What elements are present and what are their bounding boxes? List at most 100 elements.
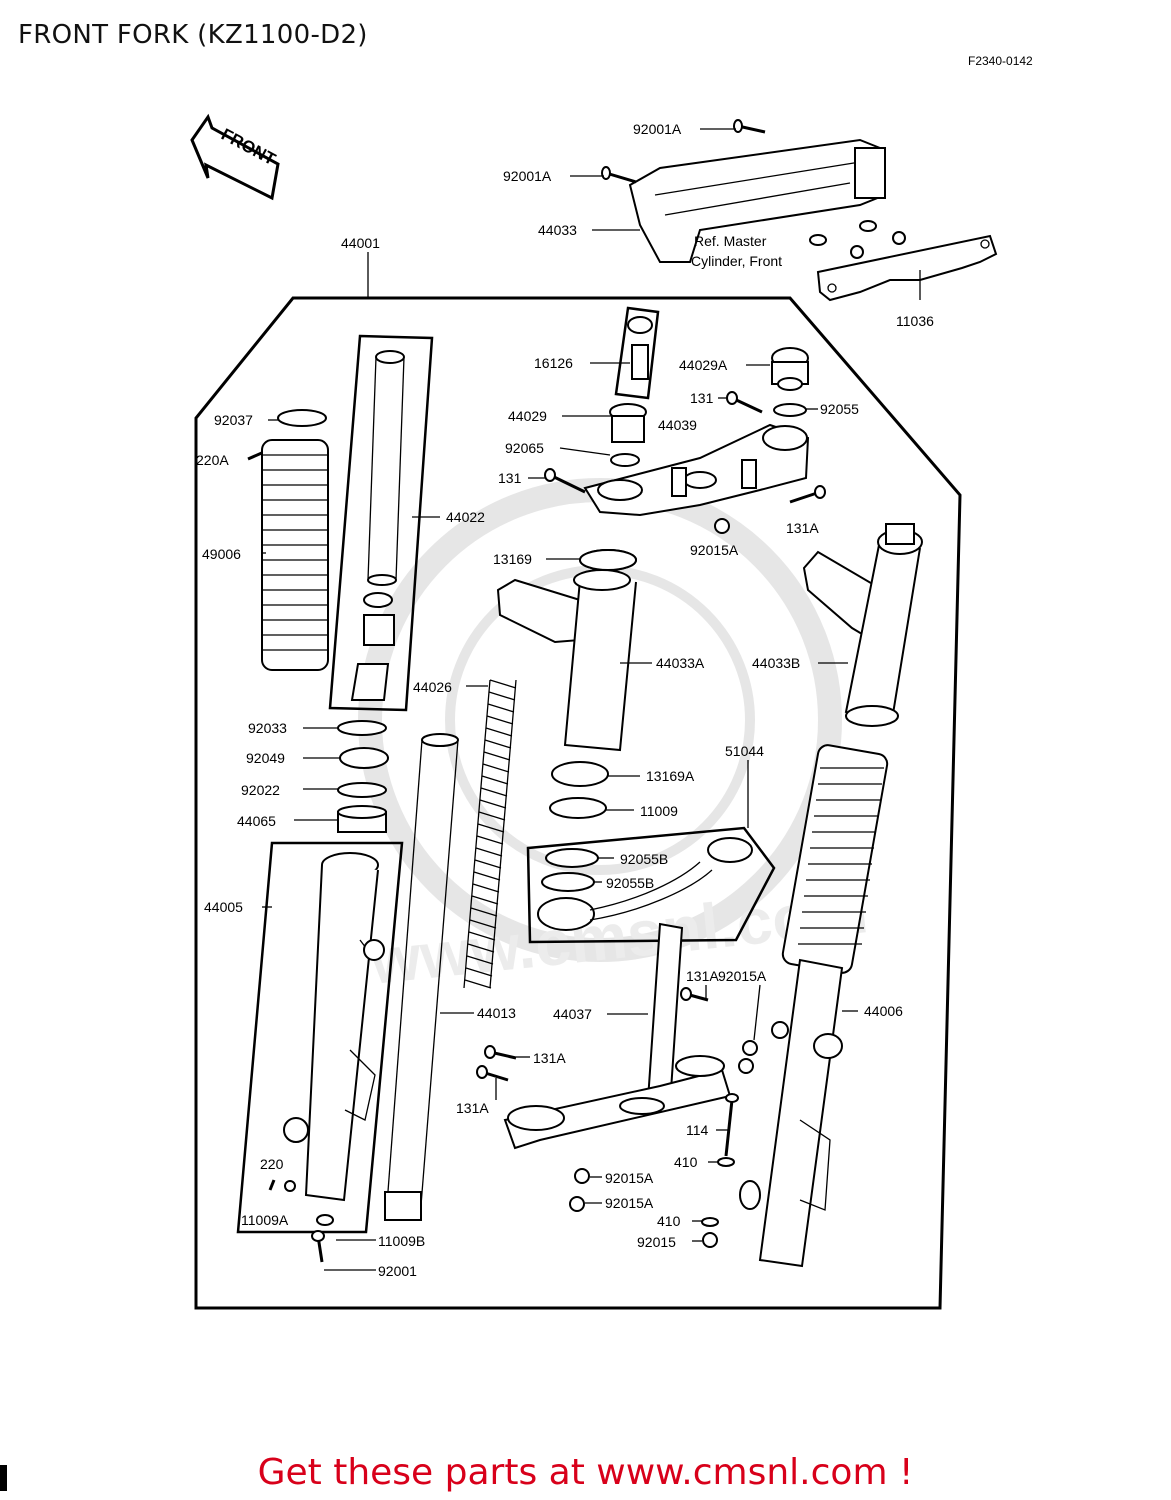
- ring-13169: [579, 549, 637, 571]
- drain-screw-220: [268, 1179, 276, 1191]
- leader-lines: [262, 128, 921, 1271]
- inner-tube-44013: [384, 733, 459, 1221]
- part-label-44033: 44033: [538, 222, 577, 238]
- nut-92015A-mid2: [738, 1058, 754, 1074]
- part-label-11036: 11036: [896, 313, 934, 329]
- part-label-16126: 16126: [534, 355, 573, 371]
- part-label-44029A: 44029A: [679, 357, 728, 373]
- right-headlight-bracket-44033B: [802, 523, 923, 722]
- part-label-92015A-low1: 92015A: [605, 1170, 654, 1186]
- part-label-44013: 44013: [477, 1005, 516, 1021]
- o-ring-92055B-1: [545, 848, 599, 868]
- part-label-220A: 220A: [196, 452, 229, 468]
- part-label-44005: 44005: [204, 899, 243, 915]
- o-ring-92065: [610, 453, 640, 467]
- part-label-92015A-top: 92015A: [690, 542, 739, 558]
- part-label-13169A: 13169A: [646, 768, 695, 784]
- upper-triple-clamp-44039: [583, 423, 810, 517]
- part-label-44037: 44037: [553, 1006, 592, 1022]
- part-label-11009: 11009: [640, 803, 678, 819]
- damper-rod-44022: [350, 350, 405, 701]
- master-cylinder-clamp-11036: [809, 220, 998, 302]
- part-label-44029: 44029: [508, 408, 547, 424]
- part-label-131-left: 131: [498, 470, 522, 486]
- promo-link[interactable]: Get these parts at www.cmsnl.com !: [257, 1452, 914, 1493]
- part-label-44001: 44001: [341, 235, 380, 251]
- part-label-92015A-low2: 92015A: [605, 1195, 654, 1211]
- exploded-parts-diagram: www.cmsnl.com FRONT: [190, 113, 998, 1310]
- bolt-131A-low2: [484, 1045, 517, 1060]
- figure-code: F2340-0142: [968, 54, 1033, 68]
- fork-assembly-outline: [194, 296, 962, 1310]
- part-label-220: 220: [260, 1156, 284, 1172]
- nut-92015: [702, 1232, 718, 1248]
- hose-joint-group-outline: [526, 826, 776, 944]
- fork-spring-44026: [463, 679, 517, 989]
- part-label-92022: 92022: [241, 782, 280, 798]
- part-label-13169: 13169: [493, 551, 532, 567]
- part-label-92055B-1: 92055B: [620, 851, 668, 867]
- part-label-44006: 44006: [864, 1003, 903, 1019]
- oil-seal-92049: [339, 747, 389, 769]
- page-title: FRONT FORK (KZ1100-D2): [18, 20, 368, 50]
- part-label-92001: 92001: [378, 1263, 417, 1279]
- right-fork-boot: [781, 705, 899, 974]
- part-label-114: 114: [686, 1122, 709, 1138]
- part-label-44033B: 44033B: [752, 655, 800, 671]
- gasket-11009B: [316, 1214, 334, 1226]
- part-label-11009B: 11009B: [378, 1233, 425, 1249]
- bolt-92001A-top: [733, 119, 766, 134]
- bolt-114: [724, 1093, 739, 1157]
- brake-hose-joint-51044: [537, 837, 753, 931]
- part-label-44039: 44039: [658, 417, 697, 433]
- part-label-131A-low3: 131A: [456, 1100, 489, 1116]
- washer-92022: [337, 782, 387, 798]
- guide-bushing-44065: [337, 805, 387, 833]
- bolt-131-left: [544, 468, 586, 494]
- nut-92015A-mid: [742, 1040, 758, 1056]
- bolt-131A-low3: [476, 1065, 509, 1082]
- seal-11009: [549, 797, 607, 819]
- part-label-44033A: 44033A: [656, 655, 705, 671]
- fork-boot-49006: [261, 439, 329, 671]
- part-label-49006: 49006: [202, 546, 241, 562]
- note-line1: Ref. Master: [694, 233, 767, 249]
- clamp-92037: [277, 409, 327, 427]
- part-label-92049: 92049: [246, 750, 285, 766]
- part-label-92055: 92055: [820, 401, 859, 417]
- right-outer-tube-44006: [739, 958, 844, 1268]
- nut-92015A-low2: [569, 1196, 585, 1212]
- part-label-44065: 44065: [237, 813, 276, 829]
- o-ring-92055B-2: [541, 872, 595, 892]
- top-plug-44029: [609, 403, 647, 443]
- page-edge-mark: [0, 1465, 7, 1491]
- part-label-131A-low1: 131A: [686, 968, 719, 984]
- part-label-131A-right: 131A: [786, 520, 819, 536]
- washer-410-1: [717, 1157, 735, 1167]
- o-ring-92055: [773, 403, 807, 417]
- nut-92015A-top: [714, 518, 730, 534]
- washer-410-2: [701, 1217, 719, 1227]
- part-label-51044: 51044: [725, 743, 764, 759]
- cap-subassembly-outline: [614, 306, 660, 400]
- part-label-92037: 92037: [214, 412, 253, 428]
- part-labels: 92001A 92001A 44033 Ref. Master Cylinder…: [196, 121, 934, 1279]
- part-label-410-1: 410: [674, 1154, 698, 1170]
- bolt-92001A-mid: [601, 166, 637, 184]
- gasket-11009A: [284, 1180, 296, 1192]
- handlebar-holder-44033: [628, 138, 886, 263]
- part-label-44022: 44022: [446, 509, 485, 525]
- part-label-92001A-mid: 92001A: [503, 168, 552, 184]
- part-label-44026: 44026: [413, 679, 452, 695]
- bolt-131-top: [726, 391, 763, 414]
- part-label-131A-low2: 131A: [533, 1050, 566, 1066]
- inner-tube-group-outline: [328, 334, 434, 712]
- ring-13169A: [551, 761, 609, 787]
- front-direction-arrow: FRONT: [190, 113, 280, 201]
- part-label-92015: 92015: [637, 1234, 676, 1250]
- bolt-131A-low1: [680, 987, 709, 1002]
- fork-cap-group-16126: [627, 316, 653, 380]
- left-outer-tube-group-outline: [236, 841, 404, 1234]
- top-plug-44029A: [771, 347, 809, 391]
- part-label-92015A-mid: 92015A: [718, 968, 767, 984]
